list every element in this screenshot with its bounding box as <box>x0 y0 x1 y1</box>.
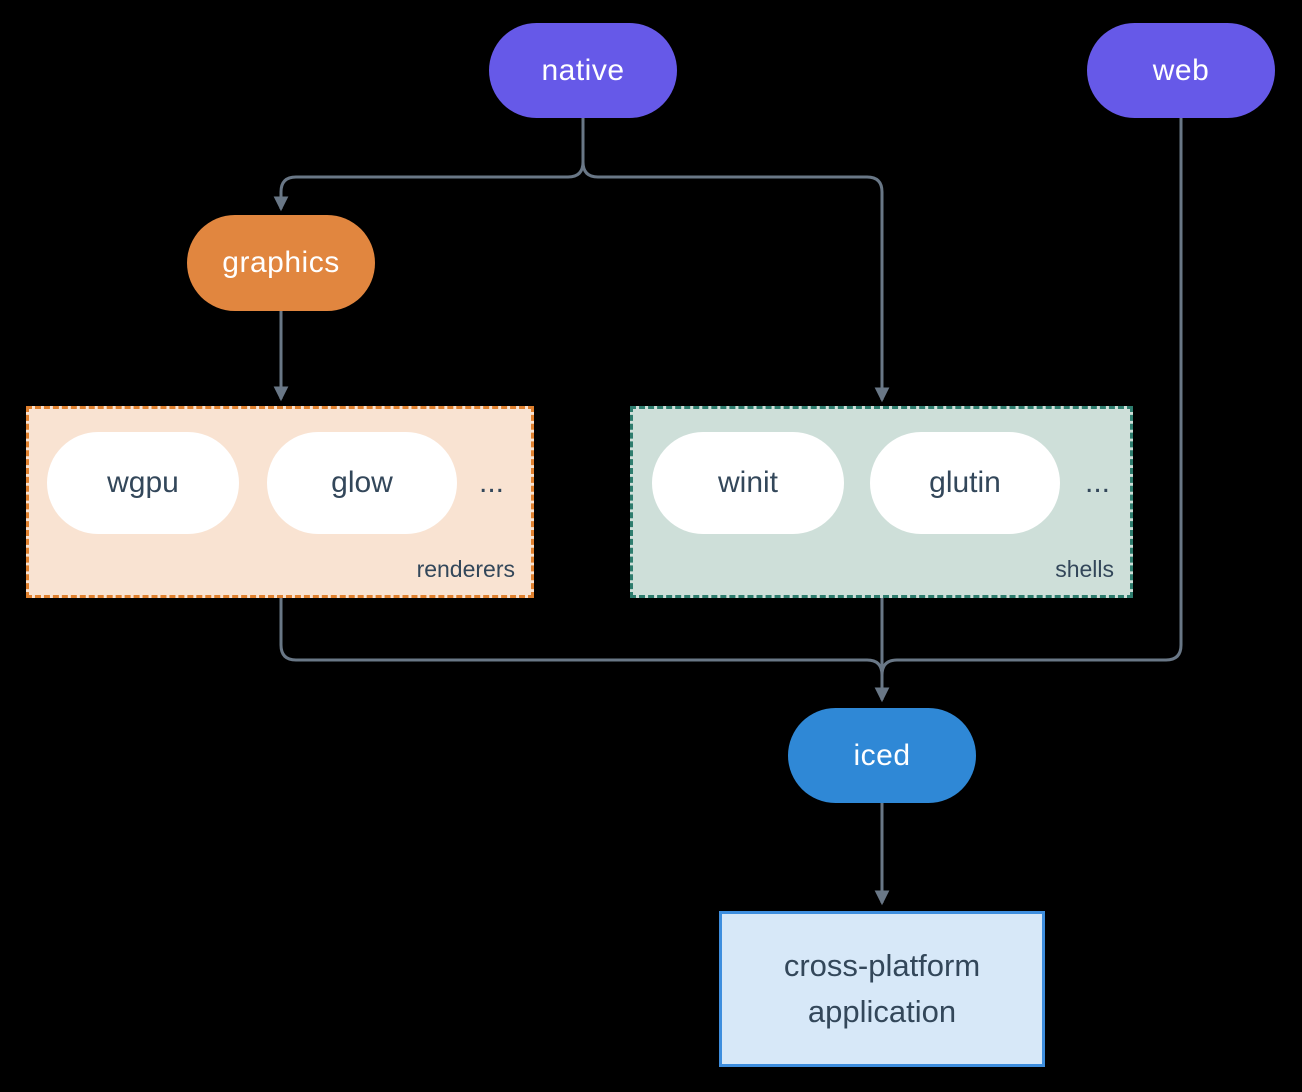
shells-ellipsis: ... <box>1085 466 1111 499</box>
group-shells: winit glutin ... shells <box>630 406 1133 598</box>
shells-label: shells <box>1055 556 1114 582</box>
pill-glow-label: glow <box>331 466 393 499</box>
node-web: web <box>1087 23 1275 118</box>
group-renderers: wgpu glow ... renderers <box>26 406 534 598</box>
edge-native-graphics <box>273 118 585 212</box>
pill-glutin-label: glutin <box>929 466 1001 499</box>
node-iced: iced <box>788 708 976 803</box>
edge-web-iced <box>880 118 1183 688</box>
pill-glutin: glutin <box>870 432 1060 534</box>
app-label-line1: cross-platform <box>783 948 981 983</box>
renderers-ellipsis: ... <box>479 466 505 499</box>
node-native-label: native <box>541 53 625 87</box>
node-cross-platform-application: cross-platform application <box>719 911 1045 1067</box>
node-iced-label: iced <box>853 738 911 772</box>
pill-wgpu: wgpu <box>47 432 239 534</box>
pill-winit: winit <box>652 432 844 534</box>
app-label-line2: application <box>807 994 957 1029</box>
node-web-label: web <box>1152 53 1210 87</box>
node-graphics-label: graphics <box>222 246 340 279</box>
node-native: native <box>489 23 677 118</box>
renderers-label: renderers <box>416 556 515 582</box>
node-graphics: graphics <box>187 215 375 311</box>
edge-native-shells <box>581 118 890 403</box>
pill-wgpu-label: wgpu <box>107 466 179 499</box>
pill-winit-label: winit <box>717 466 778 499</box>
edge-renderers-iced <box>279 598 884 688</box>
pill-glow: glow <box>267 432 457 534</box>
